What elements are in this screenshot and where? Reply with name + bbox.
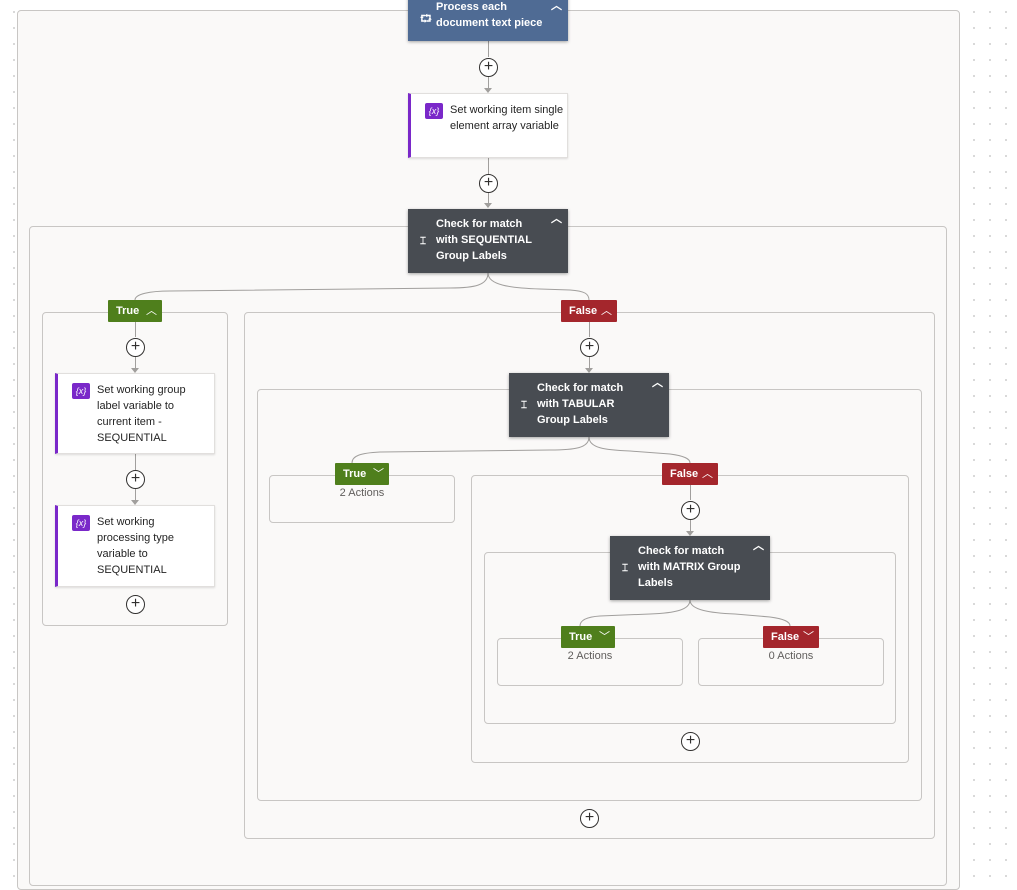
variable-icon: {x} — [72, 383, 90, 399]
condition-title: Check for match with SEQUENTIAL Group La… — [436, 218, 532, 262]
connector — [589, 357, 590, 369]
connector — [135, 489, 136, 501]
branch-label: False — [670, 468, 699, 480]
connector — [690, 520, 691, 532]
condition-sequential-card[interactable]: ⌶ Check for match with SEQUENTIAL Group … — [408, 209, 568, 273]
foreach-header-card[interactable]: ⮔ Process each document text piece ︿ — [408, 0, 568, 41]
chevron-up-icon: ︿ — [601, 305, 612, 317]
connector — [690, 485, 691, 500]
collapse-chevron-icon[interactable]: ︿ — [551, 0, 562, 12]
connector-arrow — [686, 531, 694, 536]
connector-arrow — [131, 368, 139, 373]
connector — [135, 454, 136, 470]
actions-count: 2 Actions — [567, 650, 613, 662]
chevron-up-icon: ︿ — [702, 468, 713, 480]
insert-step-button[interactable]: + — [580, 338, 599, 357]
branch-label: False — [771, 631, 800, 643]
true-branch-badge[interactable]: True ﹀ — [335, 463, 389, 485]
collapse-chevron-icon[interactable]: ︿ — [551, 213, 562, 225]
connector — [488, 158, 489, 174]
false-branch-badge[interactable]: False ︿ — [662, 463, 718, 485]
condition-matrix-card[interactable]: ⌶ Check for match with MATRIX Group Labe… — [610, 536, 770, 600]
variable-icon: {x} — [425, 103, 443, 119]
set-item-variable-card[interactable]: {x} Set working item single element arra… — [408, 93, 568, 158]
foreach-title: Process each document text piece — [436, 1, 543, 29]
chevron-down-icon: ﹀ — [599, 631, 610, 643]
connector — [488, 77, 489, 89]
false-branch-badge[interactable]: False ﹀ — [763, 626, 819, 648]
connector-arrow — [484, 203, 492, 208]
insert-step-button[interactable]: + — [479, 174, 498, 193]
true-branch-badge[interactable]: True ︿ — [108, 300, 162, 322]
action-title: Set working processing type variable to … — [97, 516, 175, 576]
connector-arrow — [585, 368, 593, 373]
action-title: Set working group label variable to curr… — [97, 384, 186, 444]
collapse-chevron-icon[interactable]: ︿ — [652, 377, 663, 389]
insert-step-button[interactable]: + — [681, 501, 700, 520]
connector-arrow — [131, 500, 139, 505]
chevron-down-icon: ﹀ — [373, 468, 384, 480]
insert-step-button[interactable]: + — [126, 595, 145, 614]
condition-icon: ⌶ — [622, 563, 628, 574]
chevron-down-icon: ﹀ — [803, 631, 814, 643]
set-processing-type-card[interactable]: {x} Set working processing type variable… — [55, 505, 215, 587]
condition-icon: ⌶ — [521, 400, 527, 411]
chevron-up-icon: ︿ — [146, 305, 157, 317]
true-branch-badge[interactable]: True ﹀ — [561, 626, 615, 648]
branch-label: False — [569, 305, 598, 317]
condition-title: Check for match with MATRIX Group Labels — [638, 545, 741, 589]
connector — [589, 322, 590, 337]
insert-step-button[interactable]: + — [126, 338, 145, 357]
connector-arrow — [484, 88, 492, 93]
false-branch-badge[interactable]: False ︿ — [561, 300, 617, 322]
connector — [135, 322, 136, 337]
actions-count: 0 Actions — [768, 650, 814, 662]
action-title: Set working item single element array va… — [450, 104, 564, 132]
connector — [135, 357, 136, 369]
insert-step-button[interactable]: + — [479, 58, 498, 77]
variable-icon: {x} — [72, 515, 90, 531]
foreach-loop-icon: ⮔ — [420, 14, 432, 25]
branch-label: True — [116, 305, 140, 317]
condition-tabular-card[interactable]: ⌶ Check for match with TABULAR Group Lab… — [509, 373, 669, 437]
branch-label: True — [343, 468, 367, 480]
set-group-label-card[interactable]: {x} Set working group label variable to … — [55, 373, 215, 454]
condition-icon: ⌶ — [420, 236, 426, 247]
insert-step-button[interactable]: + — [681, 732, 700, 751]
condition-title: Check for match with TABULAR Group Label… — [537, 382, 624, 426]
connector — [488, 193, 489, 204]
actions-count: 2 Actions — [339, 487, 385, 499]
connector — [488, 41, 489, 57]
collapse-chevron-icon[interactable]: ︿ — [753, 540, 764, 552]
branch-label: True — [569, 631, 593, 643]
insert-step-button[interactable]: + — [580, 809, 599, 828]
insert-step-button[interactable]: + — [126, 470, 145, 489]
